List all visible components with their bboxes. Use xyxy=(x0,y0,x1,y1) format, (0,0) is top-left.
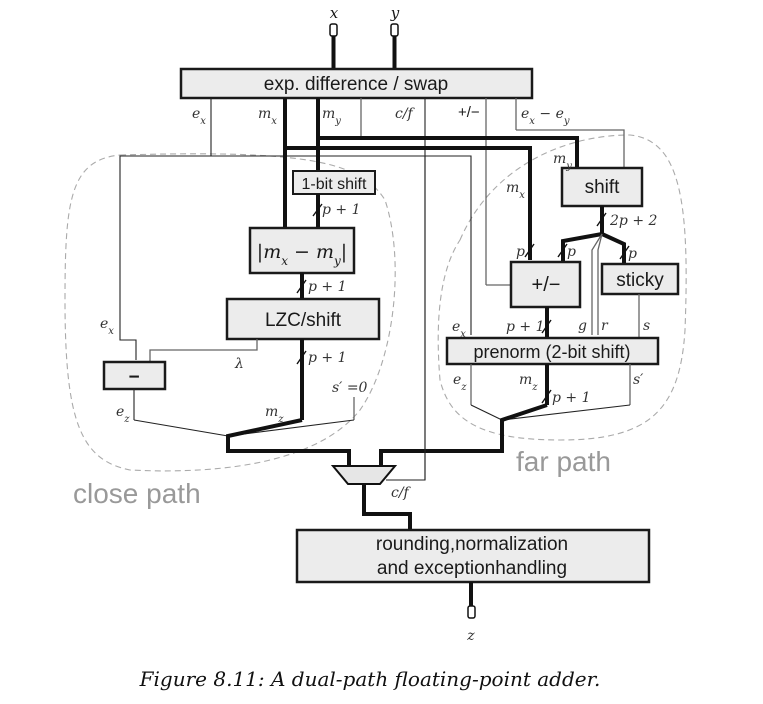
close-path-label: close path xyxy=(73,478,201,509)
output-dividers xyxy=(210,98,517,480)
one-bit-shift-block xyxy=(292,170,376,195)
exp-difference-swap-label: exp. difference / swap xyxy=(264,74,448,95)
signal-ez-far: ez xyxy=(453,372,467,393)
rounding-label-line2: and exceptionhandling xyxy=(377,558,567,579)
rounding-label-line1: rounding,normalization xyxy=(376,534,568,555)
width-label-2p-plus-2: 2p + 2 xyxy=(609,213,658,229)
width-label-p-plus-1-prenorm: p + 1 xyxy=(552,390,591,406)
prenorm-label: prenorm (2-bit shift) xyxy=(473,342,630,362)
wire-shift-to-addsub xyxy=(561,232,603,262)
signal-my: my xyxy=(322,106,341,127)
signal-s-prime-zero: s′ =0 xyxy=(332,380,368,396)
input-pin-y xyxy=(390,23,399,68)
path-select-mux xyxy=(330,465,398,485)
exponent-subtract-label: − xyxy=(128,367,139,388)
signal-ez-close: ez xyxy=(116,404,130,425)
wire-my-far xyxy=(318,136,579,168)
wire-mx-far xyxy=(285,146,532,260)
output-label-z: z xyxy=(466,628,475,644)
signal-g: g xyxy=(578,318,587,334)
width-label-p-plus-1-c: p + 1 xyxy=(308,350,347,366)
wire-lambda xyxy=(149,339,258,362)
figure-caption: Figure 8.11: A dual-path floating-point … xyxy=(139,667,601,691)
shift-block xyxy=(560,166,644,208)
signal-mx: mx xyxy=(258,106,277,127)
rounding-normalization-block xyxy=(295,528,651,584)
one-bit-shift-label: 1-bit shift xyxy=(302,176,367,193)
signal-ex-minus-ey: ex − ey xyxy=(521,106,570,127)
signal-r: r xyxy=(601,318,609,334)
width-label-p-c: p xyxy=(628,246,637,262)
input-pin-x xyxy=(329,23,338,68)
signal-mx-far: mx xyxy=(506,180,525,201)
exp-difference-swap-block xyxy=(179,67,534,100)
input-label-y: y xyxy=(390,4,400,22)
width-label-p-b: p xyxy=(567,244,576,260)
wire-ex-close xyxy=(119,155,211,360)
signal-ex: ex xyxy=(192,106,206,127)
sticky-label: sticky xyxy=(616,270,664,291)
width-label-p-plus-1-a: p + 1 xyxy=(322,202,361,218)
signal-cf-mux: c/f xyxy=(391,485,412,501)
signal-s: s xyxy=(643,318,650,334)
signal-ex-far: ex xyxy=(452,319,466,340)
width-label-p-plus-1-far: p + 1 xyxy=(506,319,545,335)
add-subtract-label: +/− xyxy=(532,274,561,296)
abs-difference-block xyxy=(248,226,356,275)
wire-ex-far xyxy=(211,155,472,335)
width-label-p-a: p xyxy=(516,244,525,260)
close-path-region-outline xyxy=(64,153,396,472)
signal-lambda: λ xyxy=(234,356,244,372)
shift-label: shift xyxy=(585,177,621,198)
wire-exp-diff-to-shift xyxy=(516,129,625,168)
lzc-shift-block xyxy=(225,297,381,341)
signal-mz-far: mz xyxy=(519,372,538,393)
wire-cf-select xyxy=(386,156,426,481)
lzc-shift-label: LZC/shift xyxy=(265,310,342,331)
prenorm-block xyxy=(445,336,660,366)
output-pin-z xyxy=(467,605,476,619)
wire-mux-to-rounding xyxy=(362,484,412,530)
bus-close-path xyxy=(226,418,351,466)
far-path-label: far path xyxy=(516,446,611,477)
width-label-p-plus-1-b: p + 1 xyxy=(308,279,347,295)
wire-shift-to-sticky xyxy=(601,232,626,264)
signal-plus-minus: +/− xyxy=(458,104,480,121)
signal-mz-close: mz xyxy=(265,404,284,425)
signal-ex-close: ex xyxy=(100,316,114,337)
sticky-block xyxy=(600,262,680,296)
far-path-region-outline xyxy=(437,134,687,441)
signal-cf: c/f xyxy=(395,106,416,122)
input-label-x: x xyxy=(330,4,339,22)
signal-s-prime: s′ xyxy=(633,372,644,388)
bus-far-path xyxy=(379,403,548,466)
